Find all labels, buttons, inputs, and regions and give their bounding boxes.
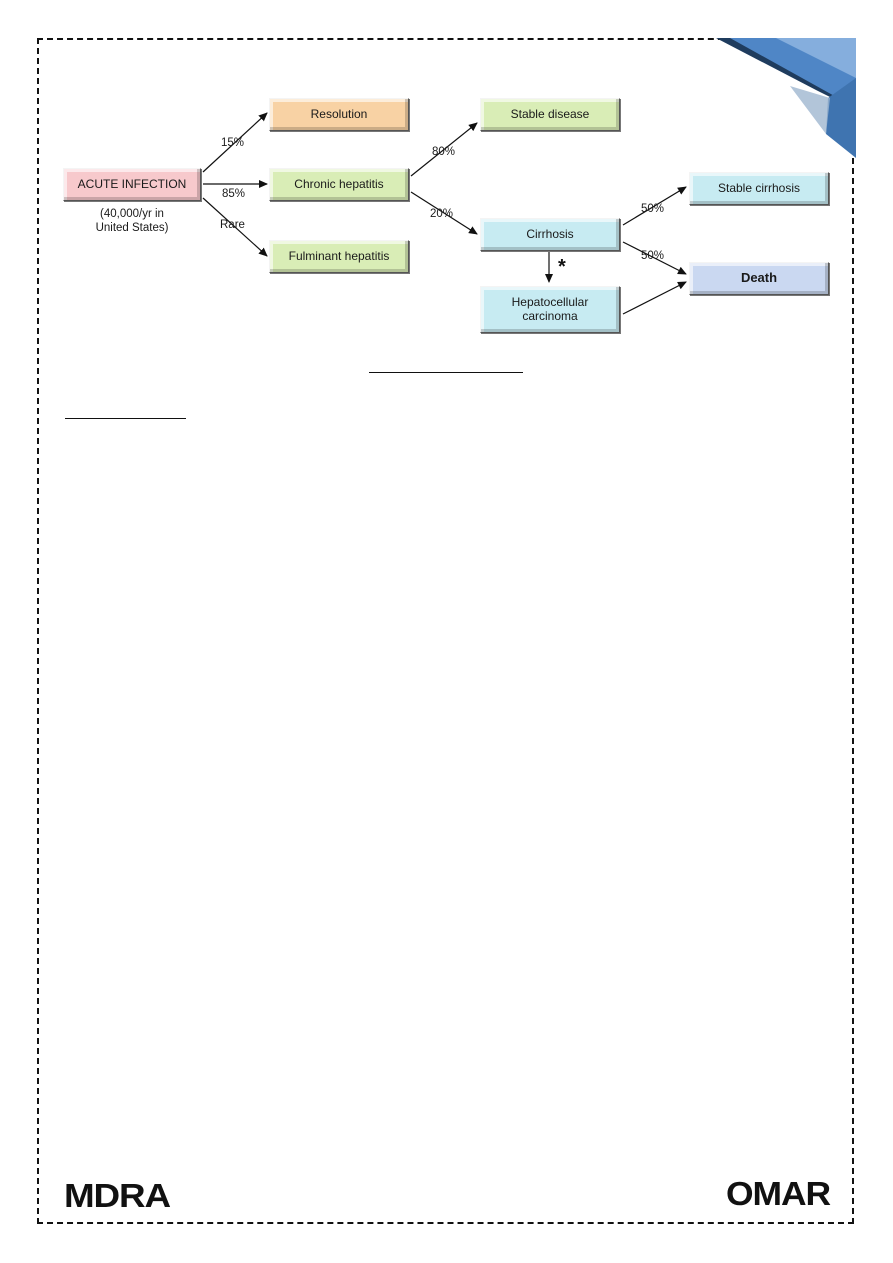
label-15-percent: 15% — [221, 137, 245, 149]
caption-underline — [369, 372, 523, 373]
node-cirrhosis: Cirrhosis — [480, 218, 620, 251]
acute-note-line2: United States) — [95, 221, 169, 234]
hepatitis-outcome-arrows — [202, 112, 687, 315]
node-acute-infection: ACUTE INFECTION — [63, 168, 201, 201]
arrow-acute-to-fulminant — [202, 197, 268, 257]
arrow-chronic-to-cirrhosis — [410, 191, 478, 235]
label-rare: Rare — [220, 219, 245, 231]
arrow-chronic-to-stable-disease — [410, 122, 478, 177]
page-border — [37, 38, 854, 1224]
arrow-acute-to-resolution — [202, 112, 268, 173]
label-50-percent-stable: 50% — [641, 203, 665, 215]
acute-infection-note: (40,000/yr in United States) — [66, 208, 198, 236]
logo-left: MDRA — [64, 1177, 171, 1212]
hcc-line1: Hepatocellular — [511, 294, 589, 309]
label-85-percent: 85% — [222, 188, 246, 200]
label-50-percent-death: 50% — [641, 250, 665, 262]
node-stable-disease: Stable disease — [480, 98, 620, 131]
hcc-line2: carcinoma — [522, 308, 578, 323]
label-20-percent: 20% — [430, 208, 454, 220]
arrow-hcc-to-death — [622, 281, 687, 315]
node-stable-cirrhosis: Stable cirrhosis — [689, 172, 829, 205]
acute-note-line1: (40,000/yr in — [100, 208, 164, 220]
label-80-percent: 80% — [432, 146, 456, 158]
arrow-cirrhosis-to-death — [622, 241, 687, 275]
logo-right: OMAR — [726, 1175, 832, 1210]
node-hepatocellular-carcinoma: Hepatocellular carcinoma — [480, 286, 620, 333]
node-fulminant-hepatitis: Fulminant hepatitis — [269, 240, 409, 273]
heading-underline — [65, 418, 186, 419]
node-resolution: Resolution — [269, 98, 409, 131]
arrow-cirrhosis-to-stable-cirrhosis — [622, 186, 687, 226]
node-chronic-hepatitis: Chronic hepatitis — [269, 168, 409, 201]
node-death: Death — [689, 262, 829, 295]
asterisk-marker: * — [558, 256, 566, 278]
logo-right-text: OMAR — [726, 1175, 831, 1210]
corner-decoration — [716, 38, 856, 158]
logo-left-text: MDRA — [64, 1177, 170, 1212]
